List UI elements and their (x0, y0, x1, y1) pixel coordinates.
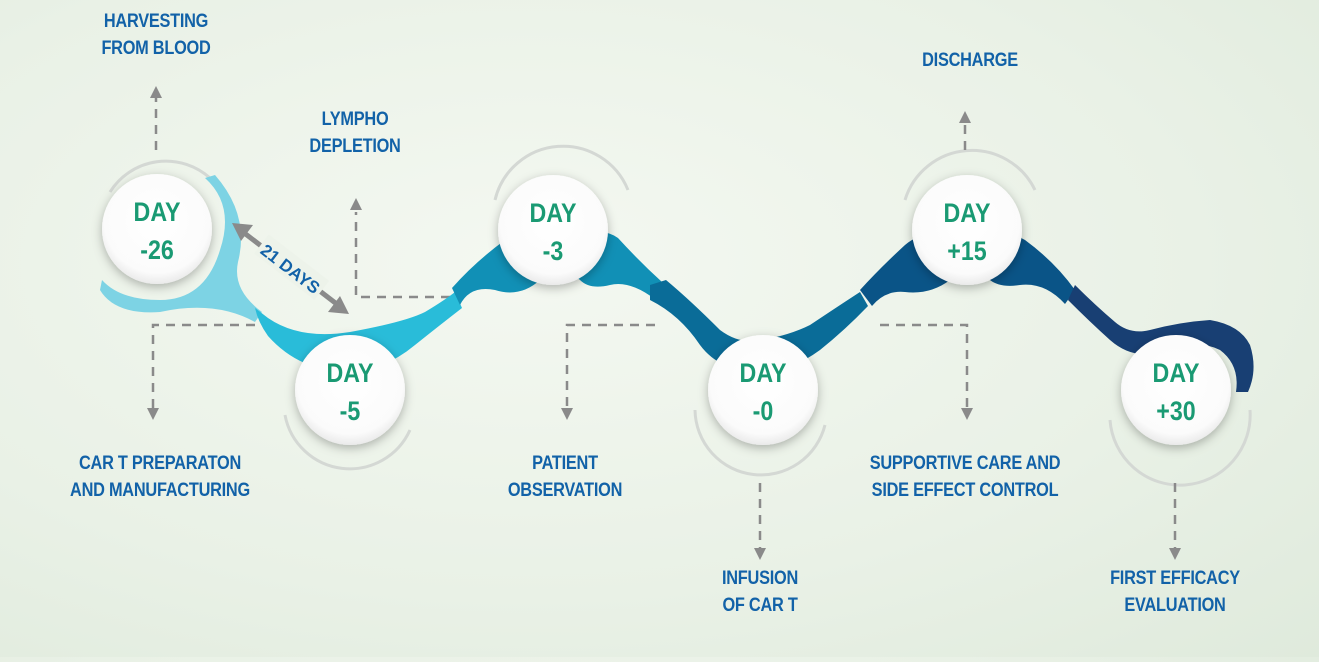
milestone-3: DAY -3 (498, 175, 608, 285)
interval-arrowhead-end (328, 296, 349, 314)
step-discharge-line1: DISCHARGE (922, 50, 1018, 71)
halo-arc-3 (493, 144, 630, 201)
step-first-efficacy: FIRST EFFICACY EVALUATION (1098, 565, 1253, 619)
milestone-1: DAY -26 (102, 174, 212, 284)
milestone-day-label-6: DAY (1153, 358, 1200, 388)
milestone-day-value-3: -3 (543, 236, 564, 266)
milestone-day-value-4: -0 (753, 396, 774, 426)
step-infusion: INFUSION OF CAR T (708, 565, 811, 619)
milestone-day-value-5: +15 (947, 236, 986, 266)
step-harvesting-line1: HARVESTING (103, 11, 209, 32)
step-discharge: DISCHARGE (914, 47, 1026, 74)
arrowhead-observation (561, 408, 573, 420)
connectors (151, 92, 1177, 548)
ribbon-segment-2 (255, 292, 462, 372)
step-supportive-line2: SIDE EFFECT CONTROL (871, 480, 1059, 501)
milestone-circle-6 (1121, 335, 1231, 445)
interval-arrow: 21 DAYS (232, 223, 349, 314)
ribbon-band (100, 175, 1254, 392)
step-observation-line1: PATIENT (532, 453, 598, 474)
step-observation-line2: OBSERVATION (507, 480, 623, 501)
arrowhead-lympho (350, 198, 362, 210)
arrowhead-infusion (754, 548, 766, 560)
milestone-day-label-2: DAY (327, 358, 374, 388)
step-patient-observation: PATIENT OBSERVATION (505, 450, 625, 504)
connector-observation (565, 323, 655, 408)
step-lympho-line1: LYMPHO (321, 109, 389, 130)
step-car-t-prep: CAR T PREPARATON AND MANUFACTURING (57, 450, 263, 504)
halo-arc-5 (903, 148, 1037, 201)
milestone-circle-4 (708, 335, 818, 445)
connector-supportive (880, 323, 969, 408)
halo-arc-6 (1108, 409, 1252, 487)
halo-arc-4 (693, 409, 827, 477)
connector-lympho (354, 212, 450, 299)
step-efficacy-line2: EVALUATION (1124, 595, 1226, 616)
ribbon-segment-1 (100, 175, 262, 322)
step-lympho-depletion: LYMPHO DEPLETION (299, 106, 411, 160)
step-harvesting: HARVESTING FROM BLOOD (96, 8, 216, 62)
halo-arc-1 (108, 159, 212, 193)
milestone-circle-1 (102, 174, 212, 284)
interval-arrowhead-start (232, 223, 253, 241)
connector-car-t-prep (151, 323, 255, 408)
step-supportive-line1: SUPPORTIVE CARE AND (869, 453, 1061, 474)
arrowhead-car-t-prep (147, 408, 159, 420)
milestone-day-value-6: +30 (1156, 396, 1195, 426)
milestone-6: DAY +30 (1121, 335, 1231, 445)
step-car-t-prep-line1: CAR T PREPARATON (78, 453, 242, 474)
step-infusion-line1: INFUSION (721, 568, 799, 589)
step-lympho-line2: DEPLETION (309, 136, 401, 157)
milestone-4: DAY -0 (708, 335, 818, 445)
milestone-circle-5 (912, 175, 1022, 285)
step-supportive-care: SUPPORTIVE CARE AND SIDE EFFECT CONTROL (866, 450, 1064, 504)
arrowhead-supportive (961, 408, 973, 420)
milestone-day-label-4: DAY (740, 358, 787, 388)
arrowhead-harvesting (150, 86, 162, 98)
milestone-circle-2 (295, 335, 405, 445)
interval-label-bg (254, 234, 330, 300)
connector-arrowheads (147, 86, 1181, 560)
step-infusion-line2: OF CAR T (722, 595, 798, 616)
halo-arc-2 (283, 414, 412, 471)
milestone-day-value-1: -26 (140, 235, 174, 265)
milestone-2: DAY -5 (295, 335, 405, 445)
milestone-day-value-2: -5 (340, 396, 361, 426)
milestone-day-label-3: DAY (530, 198, 577, 228)
step-efficacy-line1: FIRST EFFICACY (1110, 568, 1240, 589)
halo-arcs (108, 144, 1252, 487)
milestone-circle-3 (498, 175, 608, 285)
milestone-5: DAY +15 (912, 175, 1022, 285)
step-car-t-prep-line2: AND MANUFACTURING (70, 480, 250, 501)
milestone-day-label-5: DAY (944, 198, 991, 228)
step-harvesting-line2: FROM BLOOD (101, 38, 211, 59)
arrowhead-efficacy (1169, 548, 1181, 560)
ribbon-segment-4 (650, 280, 868, 372)
milestone-day-label-1: DAY (134, 197, 181, 227)
arrowhead-discharge (959, 111, 971, 123)
